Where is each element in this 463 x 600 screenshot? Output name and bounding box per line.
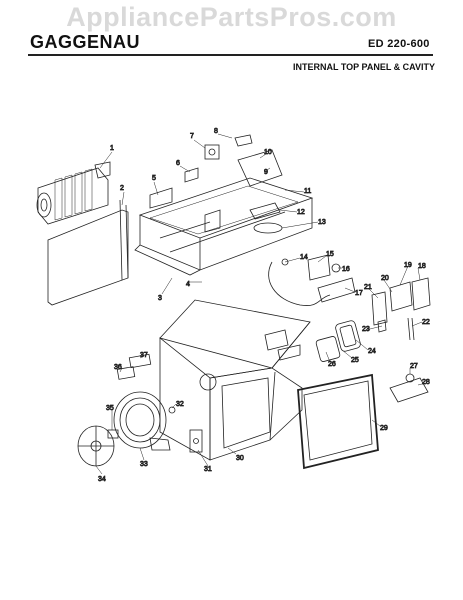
- callout-20: 20: [381, 275, 389, 282]
- watermark: AppliancePartsPros.com: [66, 2, 397, 32]
- callout-14: 14: [300, 254, 308, 261]
- model-number: ED 220-600: [368, 38, 430, 50]
- callout-5: 5: [152, 175, 156, 182]
- callout-32: 32: [176, 401, 184, 408]
- callout-22: 22: [422, 319, 430, 326]
- callout-17: 17: [355, 290, 363, 297]
- callout-labels: 1 2 3 4 5 6 7 8 9 10 11 12 13 14 15 16 1…: [98, 128, 431, 484]
- callout-23: 23: [362, 326, 370, 333]
- callout-10: 10: [264, 149, 272, 156]
- top-panel-frame: [134, 177, 314, 276]
- callout-21: 21: [364, 284, 372, 291]
- callout-35: 35: [106, 405, 114, 412]
- top-hardware: [184, 134, 283, 234]
- heater-element: [113, 391, 171, 451]
- sensor-cable: [268, 254, 356, 306]
- leader-lines: [95, 133, 423, 475]
- header-rule: [28, 54, 433, 56]
- callout-29: 29: [380, 425, 388, 432]
- callout-36: 36: [114, 364, 122, 371]
- callout-31: 31: [204, 466, 212, 473]
- callout-37: 37: [140, 352, 148, 359]
- callout-3: 3: [158, 295, 162, 302]
- brand-logo: GAGGENAU: [30, 32, 141, 52]
- gaskets: [315, 320, 361, 362]
- callout-12: 12: [297, 209, 305, 216]
- callout-13: 13: [318, 219, 326, 226]
- callout-24: 24: [368, 348, 376, 355]
- callout-9: 9: [264, 169, 268, 176]
- callout-34: 34: [98, 476, 106, 483]
- small-plates: [116, 353, 152, 380]
- part-1-blower: [36, 161, 111, 225]
- part-2-back-panel: [47, 199, 129, 306]
- part-30-cavity: [159, 299, 311, 461]
- callout-33: 33: [140, 461, 148, 468]
- callout-25: 25: [351, 357, 359, 364]
- bracket-parts: [168, 406, 203, 453]
- callout-18: 18: [418, 263, 426, 270]
- callout-26: 26: [328, 361, 336, 368]
- callout-2: 2: [120, 185, 124, 192]
- convection-fan: [77, 425, 119, 467]
- right-hardware: [371, 277, 431, 341]
- callout-27: 27: [410, 363, 418, 370]
- callout-11: 11: [304, 188, 311, 195]
- callout-28: 28: [422, 379, 430, 386]
- callout-1: 1: [110, 145, 114, 152]
- callout-16: 16: [342, 266, 350, 273]
- callout-15: 15: [326, 251, 334, 258]
- part-29-door-gasket: [297, 373, 379, 470]
- callout-19: 19: [404, 262, 412, 269]
- callout-8: 8: [214, 128, 218, 135]
- diagram-title: INTERNAL TOP PANEL & CAVITY: [293, 62, 436, 72]
- callout-6: 6: [176, 160, 180, 167]
- callout-30: 30: [236, 455, 244, 462]
- callout-7: 7: [190, 133, 194, 140]
- callout-4: 4: [186, 281, 190, 288]
